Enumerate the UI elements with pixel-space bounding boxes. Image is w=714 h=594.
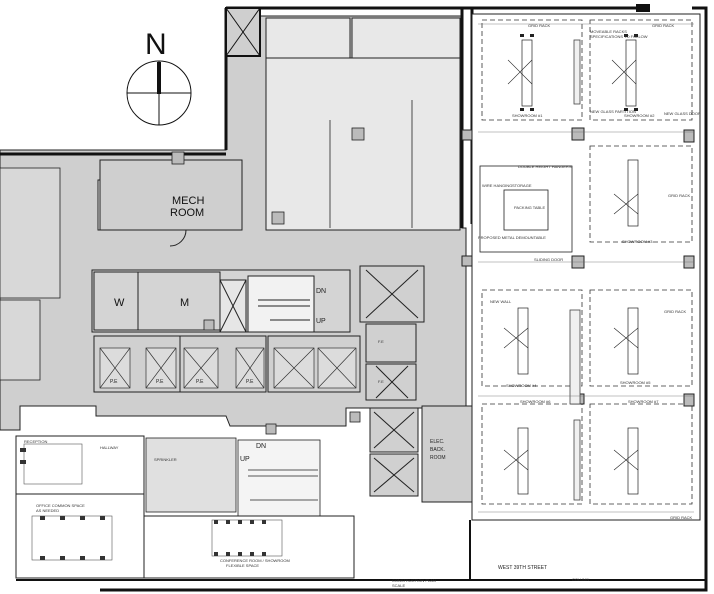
note-glass-partition: NEW GLASS PARTITION [590,109,636,114]
label-reception: RECEPTION [24,439,48,444]
mech-room-label-2: ROOM [170,207,205,219]
elec-room-label: ELEC. [430,439,445,445]
note-grid-rack-3: GRID RACK [668,193,691,198]
womens-restroom-label: W [114,297,125,309]
elec-room-label-3: ROOM [430,455,446,461]
freight-elevators [359,265,475,503]
note-moveable-racks: MOVEABLE RACKS [590,29,627,34]
label-construction-plan: CONSTRUCTION PLAN [392,578,436,583]
stair-dn-label-2: DN [256,443,267,450]
note-grid-rack-1: GRID RACK [528,23,551,28]
note-grid-rack-5: GRID RACK [670,515,693,520]
note-glass-door: NEW GLASS DOOR [664,111,701,116]
label-showroom-4: SHOWROOM #4 [506,383,537,388]
note-wire-hanging: WIRE HANGING [482,183,513,188]
restroom-core [91,269,351,333]
label-sprinkler: SPRINKLER [154,457,177,462]
pe-label-3: P.E [196,379,204,385]
label-showroom-6: SHOWROOM #6 [520,399,551,404]
label-office-common: OFFICE COMMON SPACE [36,503,85,508]
north-arrow-icon [126,60,192,126]
label-flexible: FLEXIBLE SPACE [226,563,260,568]
pe-label-1: P.E [110,379,118,385]
label-packing-table: PACKING TABLE [514,205,546,210]
pe-label-4: P.E [246,379,254,385]
exterior-walls [0,6,708,592]
fe-label-2: F.E [378,379,384,384]
label-showroom-2: SHOWROOM #2 [624,113,655,118]
pe-label-2: P.E [156,379,164,385]
stair-dn-label: DN [316,288,327,295]
lower-left-offices [15,435,355,579]
mech-room-label: MECH [172,195,205,207]
stair-up-label: UP [316,318,326,325]
label-as-needed: AS NEEDED [36,508,60,513]
note-proposed-metal: PROPOSED METAL DEMOUNTABLE [478,235,546,240]
label-conference: CONFERENCE ROOM / SHOWROOM [220,558,290,563]
furniture [517,39,639,495]
label-storage: STORAGE [512,183,532,188]
mens-restroom-label: M [180,297,190,309]
label-scale: SCALE [392,583,406,588]
elec-room-label-2: BACK. [430,447,446,453]
note-sliding-door: SLIDING DOOR [534,257,564,262]
bottom-facade [16,520,706,581]
label-hallway: HALLWAY [100,445,119,450]
north-label: N [145,28,167,61]
fe-label-1: F.E [378,339,384,344]
label-showroom-3: SHOWROOM #3 [622,239,653,244]
mech-room [99,159,243,247]
stair-up-label-2: UP [240,456,250,463]
label-column: COLUMN [572,577,590,582]
note-double-hangers: DOUBLE HEIGHT HANGERS [518,164,572,169]
showroom-floor [471,13,701,521]
label-showroom-5: SHOWROOM #5 [620,380,651,385]
note-grid-rack-2: GRID RACK [652,23,675,28]
lower-stair [145,437,321,517]
note-spec: SPECIFICATIONS TO FOLLOW [590,34,648,39]
note-new-wall: NEW WALL [490,299,512,304]
note-grid-rack-4: GRID RACK [664,309,687,314]
street-label: WEST 39TH STREET [498,565,548,571]
label-showroom-7: SHOWROOM #7 [628,399,659,404]
label-showroom-1: SHOWROOM #1 [512,113,543,118]
